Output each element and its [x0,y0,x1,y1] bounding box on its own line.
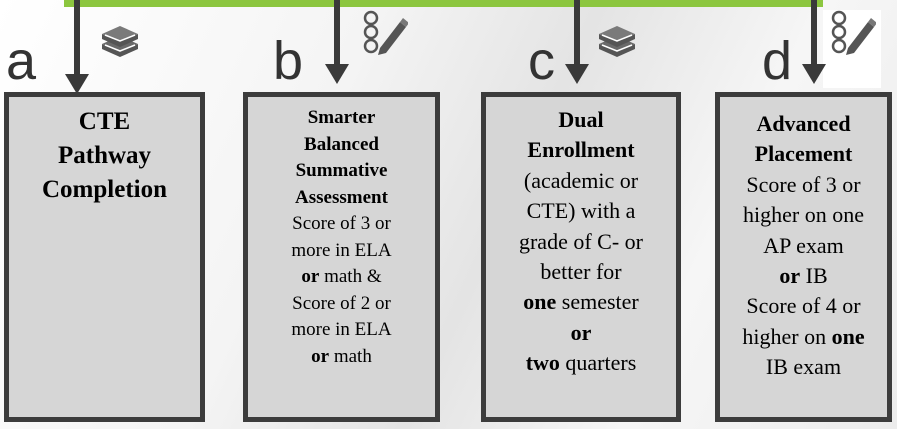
box-line: Enrollment [527,137,635,163]
two-emphasis: two [525,350,560,376]
box-line: more in ELA [291,239,392,261]
or-emphasis: or [311,345,330,367]
box-line-text: higher on [742,323,832,349]
or-emphasis: or [779,263,801,289]
one-emphasis: one [831,323,865,349]
column-letter-c: c [528,31,555,91]
box-line: CTE) with a [526,198,636,224]
box-line: better for [540,259,622,285]
box-line: one semester [486,287,676,317]
arrow-line-a [74,0,80,78]
box-line: Score of 2 or [292,292,391,314]
green-connector-bar [64,0,823,7]
box-line: higher on one [743,202,864,228]
box-line: IB exam [765,354,842,380]
box-smarter-balanced: Smarter Balanced Summative Assessment Sc… [243,92,440,422]
box-line: Score of 3 or [292,213,391,234]
box-line-text: quarters [559,350,637,376]
box-line: Dual [558,107,604,132]
box-line: AP exam [763,232,844,258]
pencil-test-icon [831,10,876,55]
box-line-text: math [329,345,372,367]
arrowhead-a [65,74,89,94]
column-letter-a: a [6,31,37,91]
box-line: or [570,319,592,345]
one-emphasis: one [523,289,557,315]
books-icon [599,26,635,57]
arrowhead-c [565,64,589,84]
box-line: Score of 4 or [746,293,861,319]
or-emphasis: or [301,266,320,287]
books-icon [102,26,138,57]
arrowhead-b [325,64,349,84]
box-cte-pathway: CTE Pathway Completion [4,92,205,422]
column-letter-d: d [762,31,793,91]
box-line: (academic or [523,167,639,193]
box-line-text: semester [556,289,639,315]
box-line: Balanced [304,133,379,155]
box-line-text: math & [319,266,382,287]
box-line: Smarter [307,107,376,128]
box-line: or math & [248,264,435,291]
box-line: Pathway [57,142,152,169]
box-line: Advanced [756,111,851,136]
box-line: Summative [295,160,388,181]
box-line: Score of 3 or [746,171,861,197]
box-line: more in ELA [291,319,392,340]
arrow-line-d [811,0,817,68]
box-line-or-ib: or IB [779,263,828,289]
box-line: or math [248,344,435,371]
arrow-line-b [334,0,340,68]
column-letter-b: b [273,31,304,91]
box-line: higher on one [720,322,887,352]
box-dual-enrollment: Dual Enrollment (academic or CTE) with a… [481,92,681,422]
box-line: Assessment [295,186,388,208]
box-advanced-placement: Advanced Placement Score of 3 or higher … [715,92,892,422]
box-line: CTE [78,108,131,135]
box-line: Placement [754,141,853,167]
box-line: Completion [42,176,167,203]
arrowhead-d [802,64,826,84]
pencil-test-icon [363,10,408,55]
box-line: two quarters [486,348,676,378]
arrow-line-c [574,0,580,68]
box-line: grade of C- or [518,228,643,254]
